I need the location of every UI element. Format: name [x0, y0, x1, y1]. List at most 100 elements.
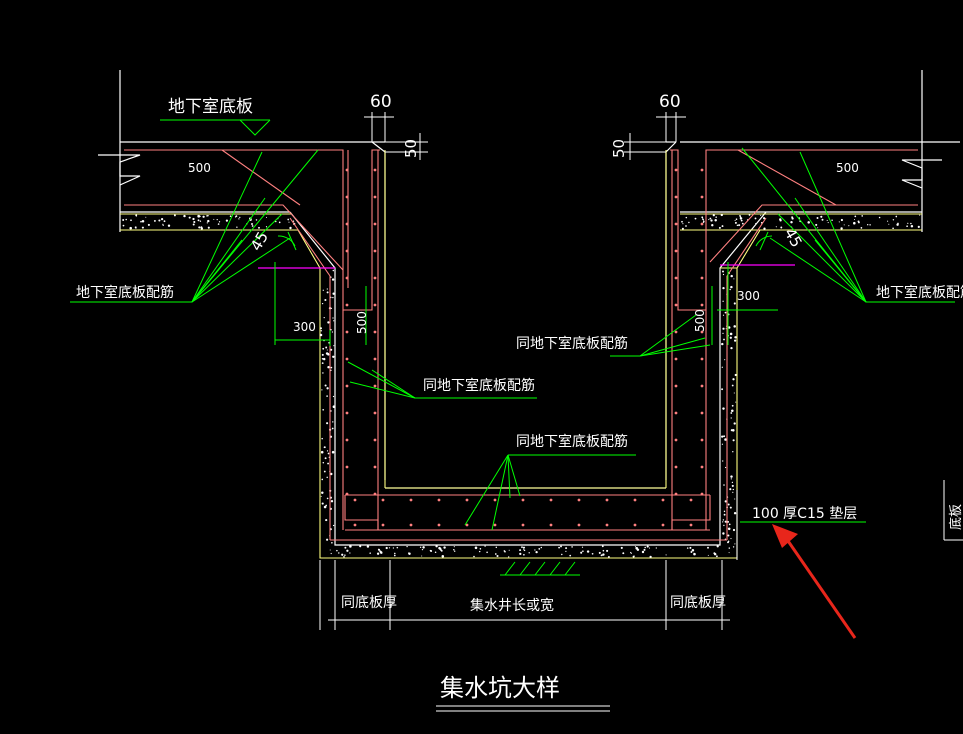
hatch-dot	[320, 327, 322, 330]
hatch-dot	[601, 545, 604, 548]
hatch-dot	[275, 220, 277, 223]
rebar-dot	[700, 330, 704, 334]
hatch-dot	[733, 511, 737, 515]
hatch-dot	[322, 408, 325, 411]
hatch-dot	[349, 545, 352, 548]
rebar-dot	[345, 249, 349, 253]
hatch-dot	[732, 528, 736, 532]
hatch-dot	[734, 339, 737, 342]
hatch-dot	[820, 215, 823, 218]
hatch-dot	[321, 478, 324, 481]
hatch-dot	[715, 216, 717, 218]
hatch-dot	[565, 547, 568, 550]
hatch-dot	[892, 219, 895, 221]
rebar-dot	[437, 523, 441, 527]
hatch-dot	[504, 550, 506, 553]
hatch-dot	[331, 427, 334, 430]
hatch-dot	[727, 326, 731, 329]
hatch-dot	[478, 550, 481, 553]
hatch-dot	[393, 554, 396, 557]
rebar-dot	[373, 276, 377, 280]
hatch-dot	[331, 450, 335, 454]
rebar-dot	[674, 222, 678, 226]
hatch-dot	[731, 384, 734, 387]
same-rebar-label-3: 同地下室底板配筋	[516, 433, 628, 450]
hatch-dot	[376, 552, 380, 555]
hatch-dot	[721, 225, 724, 228]
leaders	[70, 119, 955, 531]
hatch-dot	[600, 554, 603, 557]
hatch-dot	[332, 296, 334, 299]
hatch-dot	[323, 470, 326, 473]
hatch-dot	[330, 410, 332, 412]
rebar-dot	[345, 195, 349, 199]
bottom-left-label: 同底板厚	[341, 595, 397, 611]
hatch-dot	[641, 550, 645, 554]
hatch-dot	[327, 452, 330, 455]
hatch-dot	[733, 422, 736, 425]
hatch-dot	[321, 362, 324, 364]
rebar-label-left: 地下室底板配筋	[76, 284, 174, 301]
same-rebar-label-1: 同地下室底板配筋	[516, 335, 628, 352]
hatch-dot	[474, 546, 478, 550]
hatch-dot	[741, 222, 744, 225]
hatch-dot	[332, 421, 334, 423]
hatch-dot	[728, 547, 731, 549]
rebar-dot	[674, 168, 678, 172]
hatch-dot	[732, 488, 734, 491]
hatch-dot	[229, 215, 232, 218]
rebar-dot	[549, 498, 553, 502]
hatch-dot	[734, 373, 737, 377]
hatch-dot	[251, 223, 253, 225]
hatch-dot	[646, 545, 649, 548]
rebar-dot	[700, 222, 704, 226]
rebar-dot	[373, 492, 377, 496]
hatch-dot	[582, 550, 584, 552]
hatch-dot	[815, 223, 818, 226]
hatch-dot	[321, 389, 323, 391]
hatch-dot	[735, 401, 737, 403]
hatch-dot	[558, 546, 560, 549]
hatch-dot	[720, 213, 723, 217]
rebar-dot	[345, 330, 349, 334]
hatch-dot	[197, 219, 200, 222]
hatch-dot	[630, 552, 632, 554]
hatch-dot	[634, 546, 636, 548]
dim-500-wall-right: 500	[693, 309, 707, 332]
hatch-dot	[685, 225, 687, 227]
hatch-dot	[323, 316, 325, 319]
hatch-dot	[713, 552, 717, 556]
hatch-dot	[540, 546, 542, 549]
rebar-dot	[700, 249, 704, 253]
rebar-dot	[345, 168, 349, 172]
rebar-dot	[345, 492, 349, 496]
hatch-dot	[723, 484, 725, 486]
hatch-dot	[708, 219, 710, 221]
hatch-dot	[729, 288, 731, 291]
hatch-dot	[581, 546, 584, 548]
hatch-dot	[320, 495, 322, 497]
hatch-dot	[722, 286, 725, 290]
hatch-dot	[251, 225, 254, 227]
rebar-dot	[353, 523, 357, 527]
hatch-dot	[396, 546, 399, 549]
hatch-dot	[406, 545, 408, 548]
rebar-dot	[633, 523, 637, 527]
hatch-dot	[722, 273, 725, 276]
hatch-dot	[701, 217, 704, 219]
hatch-dot	[736, 224, 739, 227]
hatch-dot	[479, 548, 482, 550]
hatch-dot	[731, 409, 734, 412]
hatch-dot	[723, 510, 726, 513]
hatch-dot	[377, 548, 381, 551]
dim-50-right: 50	[610, 139, 628, 158]
hatch-dot	[714, 219, 717, 222]
hatch-dot	[327, 366, 330, 369]
hatch-dot	[421, 555, 423, 557]
hatch-dot	[122, 219, 125, 221]
hatch-dot	[494, 553, 497, 555]
rebar-dot	[521, 498, 525, 502]
rebar-dot	[674, 357, 678, 361]
rebar-dot	[345, 357, 349, 361]
rebars	[124, 149, 918, 541]
